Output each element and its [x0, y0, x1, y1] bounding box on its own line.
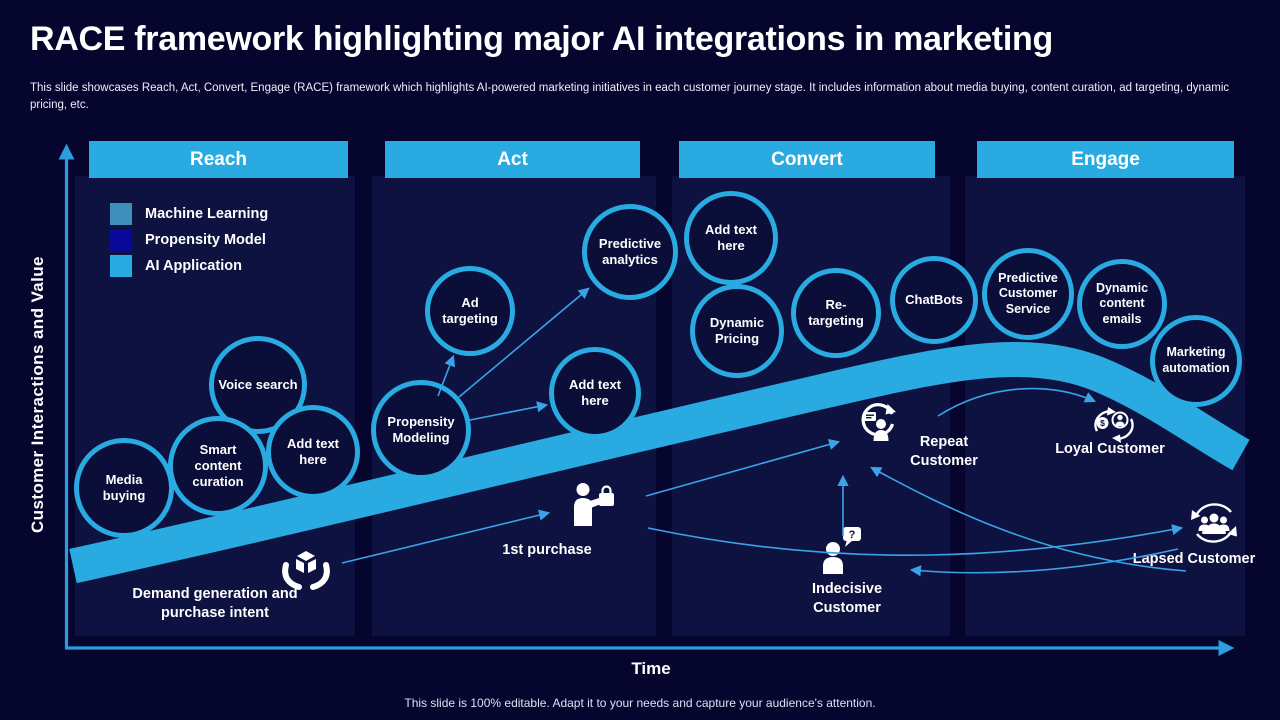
node-label: Predictive Customer Service: [998, 270, 1058, 316]
node-dynamic-content-emails: Dynamic content emails: [1077, 259, 1167, 349]
node-label: Add text here: [569, 376, 621, 408]
node-propensity-modeling: Propensity Modeling: [371, 380, 471, 480]
node-label: Media buying: [102, 471, 146, 503]
propensity-model-swatch: [110, 229, 132, 251]
node-label: Smart content curation: [192, 441, 244, 490]
y-axis-label: Customer Interactions and Value: [28, 256, 47, 534]
node-add-text-act: Add text here: [549, 347, 641, 439]
person-shopping-icon: [574, 483, 614, 526]
milestone-repeat-customer-label: Repeat Customer: [910, 434, 978, 469]
page-title: RACE framework highlighting major AI int…: [30, 20, 1053, 58]
milestone-indecisive-customer-label: Indecisive Customer: [811, 581, 883, 616]
x-axis-label: Time: [631, 659, 671, 678]
node-ad-targeting: Ad targeting: [425, 266, 515, 356]
node-label: Ad targeting: [442, 294, 498, 326]
node-add-text-convert: Add text here: [684, 191, 778, 285]
milestone-demand-generation-label: Demand generation and purchase intent: [132, 586, 298, 621]
node-label: ChatBots: [905, 291, 963, 307]
node-label: Add text here: [705, 221, 757, 253]
legend-item-ai-application: AI Application: [110, 255, 268, 277]
stage-banner-convert: Convert: [679, 141, 935, 178]
node-label: Marketing automation: [1162, 345, 1230, 375]
node-add-text-reach: Add text here: [266, 405, 360, 499]
node-label: Dynamic content emails: [1095, 280, 1149, 326]
node-predictive-analytics: Predictive analytics: [582, 204, 678, 300]
legend-item-propensity-model: Propensity Model: [110, 229, 268, 251]
node-marketing-automation: Marketing automation: [1150, 315, 1242, 407]
node-label: Predictive analytics: [598, 235, 662, 267]
node-dynamic-pricing: Dynamic Pricing: [690, 284, 784, 378]
node-predictive-customer-service: Predictive Customer Service: [982, 248, 1074, 340]
node-label: Voice search: [218, 376, 298, 392]
footer-note: This slide is 100% editable. Adapt it to…: [404, 696, 876, 710]
node-label: Re-targeting: [808, 296, 864, 328]
stage-banner-engage: Engage: [977, 141, 1234, 178]
slide-description: This slide showcases Reach, Act, Convert…: [30, 82, 1230, 112]
legend-item-machine-learning: Machine Learning: [110, 203, 268, 225]
stage-banner-act-label: Act: [497, 148, 528, 170]
stage-banner-engage-label: Engage: [1071, 148, 1140, 170]
legend-label: Propensity Model: [145, 232, 266, 248]
svg-text:?: ?: [849, 529, 856, 541]
node-chatbots: ChatBots: [890, 256, 978, 344]
stage-banner-convert-label: Convert: [771, 148, 843, 170]
stage-banner-reach: Reach: [89, 141, 348, 178]
legend: Machine Learning Propensity Model AI App…: [110, 203, 268, 281]
milestone-loyal-customer-label: Loyal Customer: [1055, 441, 1165, 457]
legend-label: AI Application: [145, 258, 242, 274]
stage-banner-act: Act: [385, 141, 640, 178]
person-question-icon: ?: [823, 527, 861, 574]
milestone-first-purchase-label: 1st purchase: [502, 542, 592, 558]
ai-application-swatch: [110, 255, 132, 277]
milestone-lapsed-customer-label: Lapsed Customer: [1132, 551, 1256, 567]
group-cycle-icon: [1191, 503, 1237, 543]
node-label: Dynamic Pricing: [709, 314, 765, 346]
stage-banner-reach-label: Reach: [189, 148, 248, 170]
node-smart-content-curation: Smart content curation: [168, 416, 268, 516]
legend-label: Machine Learning: [145, 206, 269, 222]
node-media-buying: Media buying: [74, 438, 174, 538]
svg-text:$: $: [1100, 418, 1105, 428]
machine-learning-swatch: [110, 203, 132, 225]
node-re-targeting: Re-targeting: [791, 268, 881, 358]
node-label: Propensity Modeling: [387, 413, 455, 445]
node-label: Add text here: [287, 435, 339, 467]
